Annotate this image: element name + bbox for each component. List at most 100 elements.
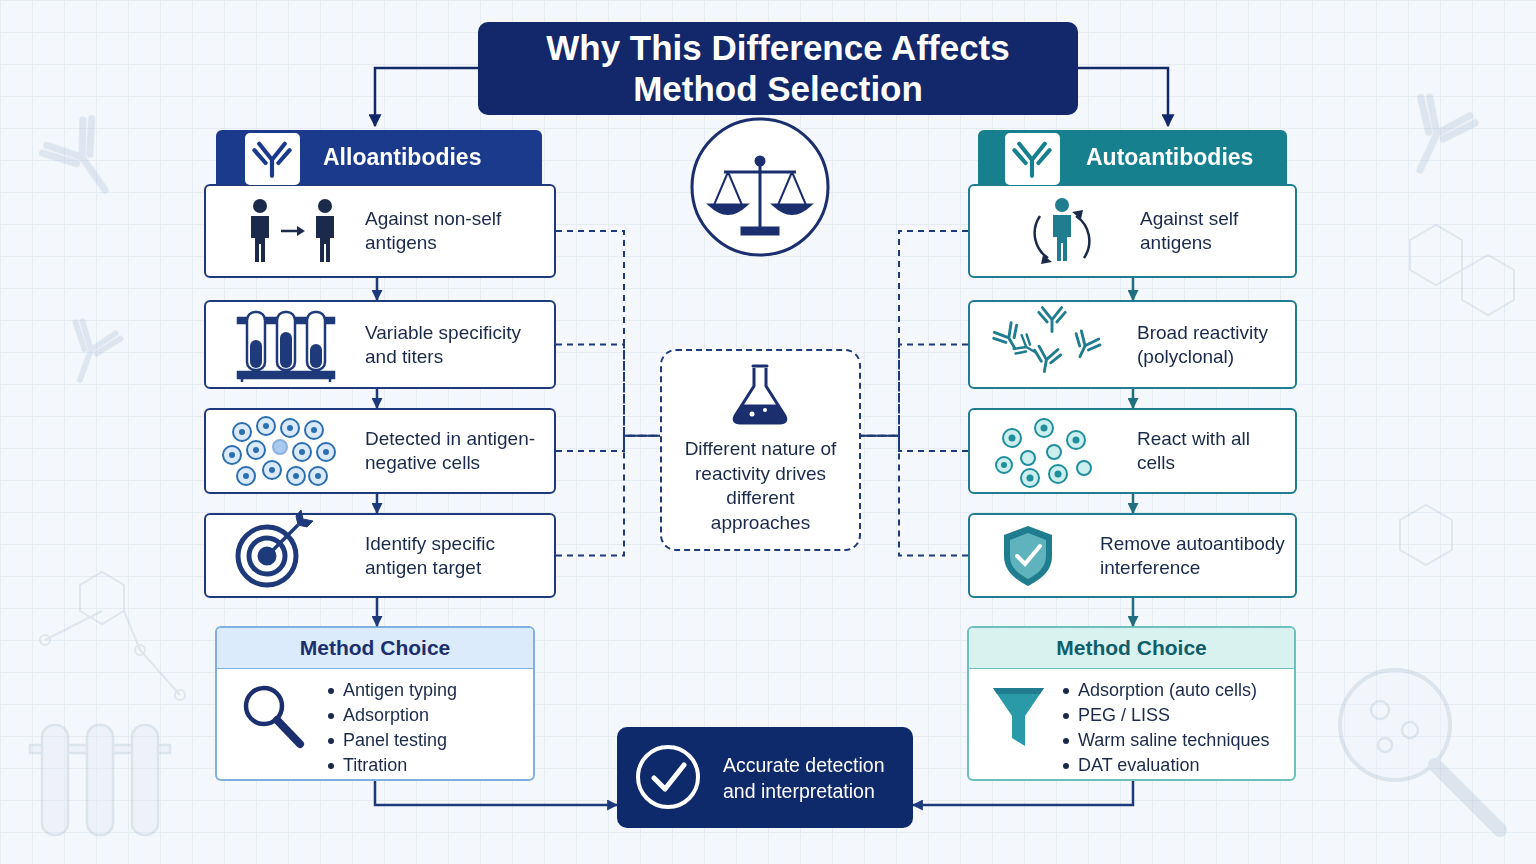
text-column: Remove autoantibody interference bbox=[1100, 532, 1295, 580]
graphic-part bbox=[1035, 419, 1053, 437]
graphic-part bbox=[638, 747, 698, 807]
method-box: Method ChoiceAdsorption (auto cells)PEG … bbox=[967, 626, 1296, 781]
graphic-part bbox=[250, 340, 262, 368]
graphic-part bbox=[1078, 68, 1168, 126]
graphic-part bbox=[299, 449, 305, 455]
graphic-part bbox=[223, 446, 241, 464]
graphic-part bbox=[1021, 451, 1035, 465]
graphic-part bbox=[40, 115, 129, 207]
graphic-part bbox=[1402, 722, 1418, 738]
graphic-part bbox=[309, 467, 327, 485]
hexagon-watermark bbox=[40, 225, 1514, 700]
dashed-connector bbox=[861, 231, 968, 436]
flow-arrow bbox=[376, 598, 379, 626]
graphic-part bbox=[253, 447, 259, 453]
graphic-part bbox=[263, 461, 281, 479]
graphic-part bbox=[287, 467, 305, 485]
graphic-part bbox=[277, 720, 300, 744]
scale-icon bbox=[692, 119, 828, 255]
cell-cluster-icon bbox=[223, 417, 335, 485]
flow-arrow bbox=[1132, 598, 1135, 626]
graphic-part bbox=[1039, 308, 1065, 332]
box-text: Accurate detection and interpretation bbox=[723, 752, 913, 804]
graphic-part bbox=[317, 443, 335, 461]
process-box: Variable specificity and titers bbox=[204, 300, 556, 389]
graphic-part bbox=[654, 765, 684, 789]
graphic-part bbox=[1021, 469, 1039, 487]
graphic-part bbox=[277, 312, 295, 370]
box-text: Detected in antigen-negative cells bbox=[365, 427, 580, 475]
graphic-part bbox=[305, 421, 323, 439]
graphic-part bbox=[1014, 144, 1049, 176]
text-wrap: Broad reactivity (polyclonal) bbox=[1137, 302, 1302, 387]
flow-arrow bbox=[376, 494, 379, 513]
graphic-part bbox=[42, 725, 68, 835]
graphic-part bbox=[734, 405, 786, 423]
graphic-part bbox=[710, 205, 746, 214]
graphic-part bbox=[692, 119, 828, 255]
graphic-part bbox=[238, 318, 334, 323]
graphic-part bbox=[311, 427, 317, 433]
graphic-part bbox=[269, 467, 275, 473]
box-text: Remove autoantibody interference bbox=[1100, 532, 1295, 580]
graphic-part bbox=[1067, 431, 1085, 449]
graphic-part bbox=[724, 164, 796, 228]
box-text: Against non-self antigens bbox=[365, 207, 550, 255]
graphic-part bbox=[1001, 462, 1007, 468]
graphic-part bbox=[45, 611, 180, 695]
graphic-part bbox=[1077, 461, 1091, 475]
graphic-part bbox=[293, 443, 311, 461]
graphic-part bbox=[1055, 471, 1062, 478]
list-item: Antigen typing bbox=[327, 678, 457, 703]
dashed-connector bbox=[556, 231, 660, 436]
graphic-part bbox=[287, 425, 293, 431]
text-wrap: Accurate detection and interpretation bbox=[723, 727, 913, 828]
magnifier-icon bbox=[246, 688, 300, 744]
dashed-connector bbox=[556, 345, 660, 436]
graphic-part bbox=[251, 216, 269, 262]
graphic-part bbox=[316, 216, 334, 262]
flow-arrow bbox=[376, 389, 379, 408]
graphic-part bbox=[263, 423, 269, 429]
flow-arrow bbox=[1132, 389, 1135, 408]
text-column: Against self antigens bbox=[1140, 207, 1280, 255]
graphic-part bbox=[132, 725, 158, 835]
text-wrap: Against self antigens bbox=[1140, 186, 1280, 276]
text-column: Identify specific antigen target bbox=[365, 532, 555, 580]
graphic-part bbox=[375, 68, 478, 126]
graphic-part bbox=[87, 725, 113, 835]
text-wrap: Identify specific antigen target bbox=[365, 515, 555, 596]
process-box: Against non-self antigens bbox=[204, 184, 556, 278]
graphic-part bbox=[1047, 445, 1061, 459]
graphic-part bbox=[1035, 216, 1048, 258]
graphic-part bbox=[273, 440, 287, 454]
box-text: Variable specificity and titers bbox=[365, 321, 550, 369]
method-box: Method ChoiceAntigen typingAdsorptionPan… bbox=[215, 626, 535, 781]
method-header-band: Method Choice bbox=[969, 628, 1294, 669]
list-item: DAT evaluation bbox=[1062, 753, 1269, 778]
graphic-part bbox=[1049, 465, 1067, 483]
graphic-part bbox=[1027, 475, 1034, 482]
text-column: Accurate detection and interpretation bbox=[723, 752, 913, 804]
graphic-part bbox=[750, 412, 755, 417]
graphic-part bbox=[307, 312, 325, 370]
box-text: Identify specific antigen target bbox=[365, 532, 555, 580]
tube-watermark bbox=[30, 725, 170, 835]
graphic-part bbox=[281, 419, 299, 437]
graphic-part bbox=[1462, 255, 1514, 315]
graphic-part bbox=[247, 441, 265, 459]
text-wrap: Against non-self antigens bbox=[365, 186, 550, 276]
graphic-part bbox=[993, 688, 1044, 694]
text-wrap: React with all cells bbox=[1137, 410, 1272, 492]
graphic-part bbox=[293, 473, 299, 479]
dashed-connector bbox=[556, 436, 660, 451]
graphic-part bbox=[1003, 429, 1021, 447]
graphic-part bbox=[1017, 546, 1040, 564]
text-column: Broad reactivity (polyclonal) bbox=[1137, 321, 1302, 369]
flow-arrow bbox=[375, 781, 617, 805]
graphic-part bbox=[763, 408, 767, 412]
antibody-watermark bbox=[40, 94, 1476, 388]
text-wrap: Detected in antigen-negative cells bbox=[365, 410, 580, 492]
graphic-part bbox=[1004, 526, 1052, 586]
